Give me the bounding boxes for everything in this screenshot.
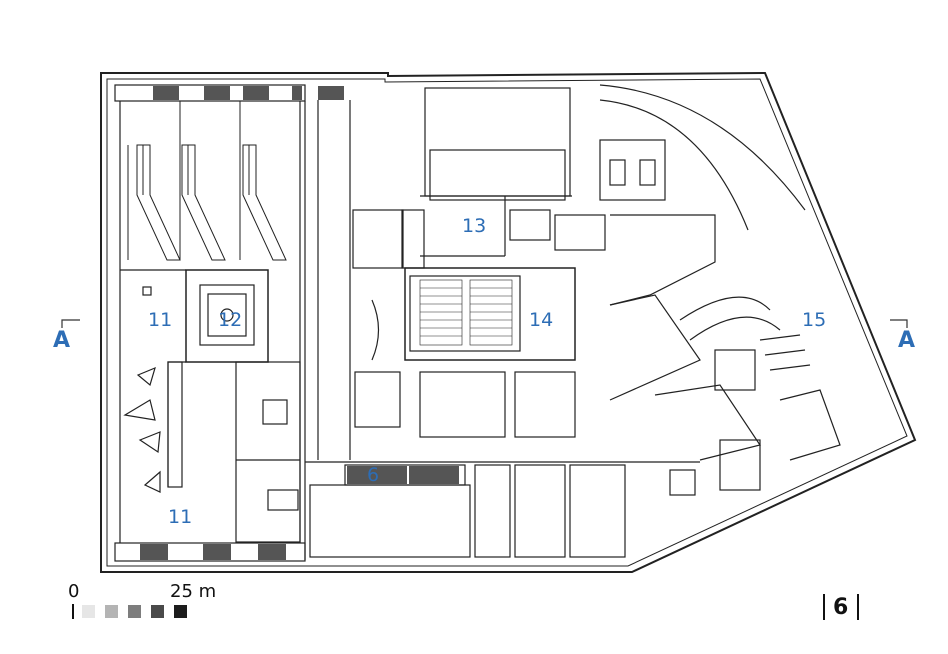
scale-swatch: [151, 605, 164, 618]
scale-start-label: 0: [68, 581, 80, 602]
section-mark-left-line: [61, 319, 80, 328]
scale-swatch: [174, 605, 187, 618]
level-divider-left: [823, 594, 825, 620]
building-outline: [100, 71, 917, 573]
scale-swatch: [105, 605, 118, 618]
room-label-12: 12: [218, 309, 243, 331]
scale-swatch: [82, 605, 95, 618]
room-label-13: 13: [462, 215, 487, 237]
scale-swatch: [128, 605, 141, 618]
room-label-11-top: 11: [148, 309, 173, 331]
section-marker-right: A: [898, 328, 916, 353]
scale-start-tick: [72, 604, 74, 619]
section-mark-right-line: [890, 319, 908, 328]
section-marker-left: A: [53, 328, 71, 353]
room-label-6: 6: [367, 464, 380, 486]
level-number: 6: [833, 595, 849, 620]
room-label-15: 15: [802, 309, 827, 331]
scale-end-label: 25 m: [170, 581, 217, 602]
room-label-11-bottom: 11: [168, 506, 193, 528]
level-divider-right: [857, 594, 859, 620]
room-label-14: 14: [529, 309, 554, 331]
